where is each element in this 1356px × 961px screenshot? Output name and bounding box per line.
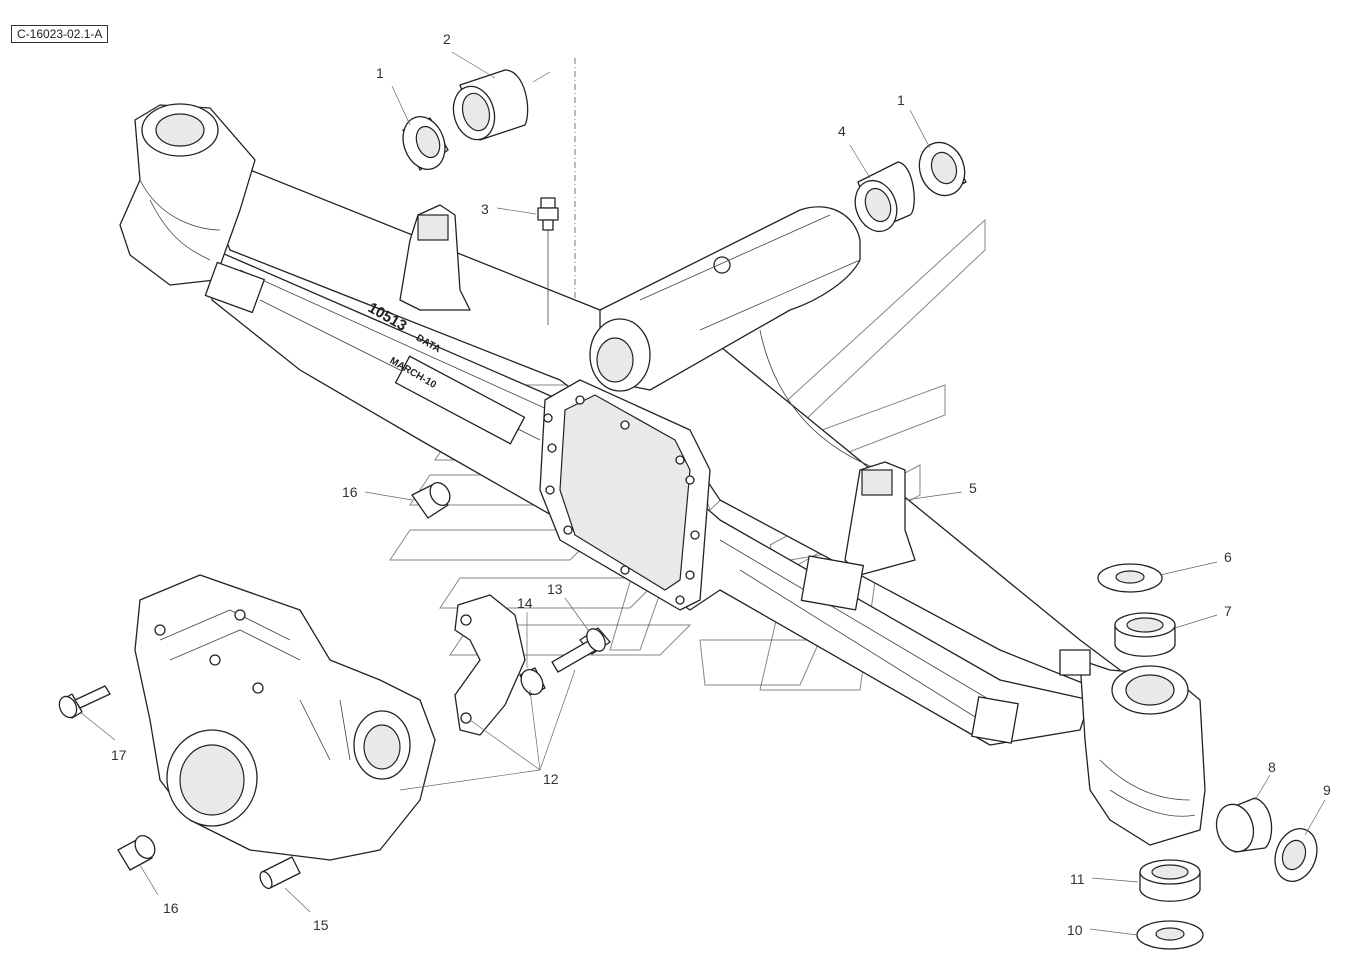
callout-15: 15 [313, 917, 329, 933]
callout-1-right: 1 [897, 92, 905, 108]
callout-9: 9 [1323, 782, 1331, 798]
carrier-housing [134, 574, 436, 861]
axle-housing [119, 103, 1206, 846]
part-11-bushing [1139, 859, 1201, 902]
part-12-bracket [454, 594, 526, 736]
part-1-ring-left [402, 116, 449, 171]
part-7-bushing [1114, 612, 1176, 657]
callout-7: 7 [1224, 603, 1232, 619]
part-9-ring [1274, 828, 1318, 882]
leader-lines [79, 51, 1326, 936]
callout-1-left: 1 [376, 65, 384, 81]
callout-13: 13 [547, 581, 563, 597]
part-16-plug-upper [411, 482, 451, 519]
figure-id: C-16023-02.1-A [17, 27, 103, 41]
callout-5: 5 [969, 480, 977, 496]
part-3-grease-fitting [537, 197, 559, 325]
callout-14: 14 [517, 595, 533, 611]
part-6-washer [1097, 563, 1163, 593]
callout-16-upper: 16 [342, 484, 358, 500]
part-2-bushing [452, 69, 529, 141]
part-14-spacer [519, 667, 546, 696]
callout-10: 10 [1067, 922, 1083, 938]
part-10-washer [1136, 920, 1204, 950]
part-17-bolt [58, 685, 111, 719]
callout-16-lower: 16 [163, 900, 179, 916]
part-1-ring-right [918, 141, 967, 197]
part-15-pin [259, 856, 301, 890]
callout-3: 3 [481, 201, 489, 217]
callout-11: 11 [1070, 871, 1085, 887]
callout-17: 17 [111, 747, 127, 763]
part-4-bushing [854, 161, 915, 233]
part-8-bushing [1215, 797, 1273, 853]
callout-8: 8 [1268, 759, 1276, 775]
part-16-plug-lower [117, 835, 156, 871]
callout-12: 12 [543, 771, 559, 787]
callout-4: 4 [838, 123, 846, 139]
callout-2: 2 [443, 31, 451, 47]
figure-id-box: C-16023-02.1-A [11, 25, 109, 43]
part-13-bolt [551, 627, 611, 673]
callouts: 1 2 1 4 3 5 6 7 8 9 10 11 12 13 14 15 16… [111, 31, 1331, 938]
callout-6: 6 [1224, 549, 1232, 565]
